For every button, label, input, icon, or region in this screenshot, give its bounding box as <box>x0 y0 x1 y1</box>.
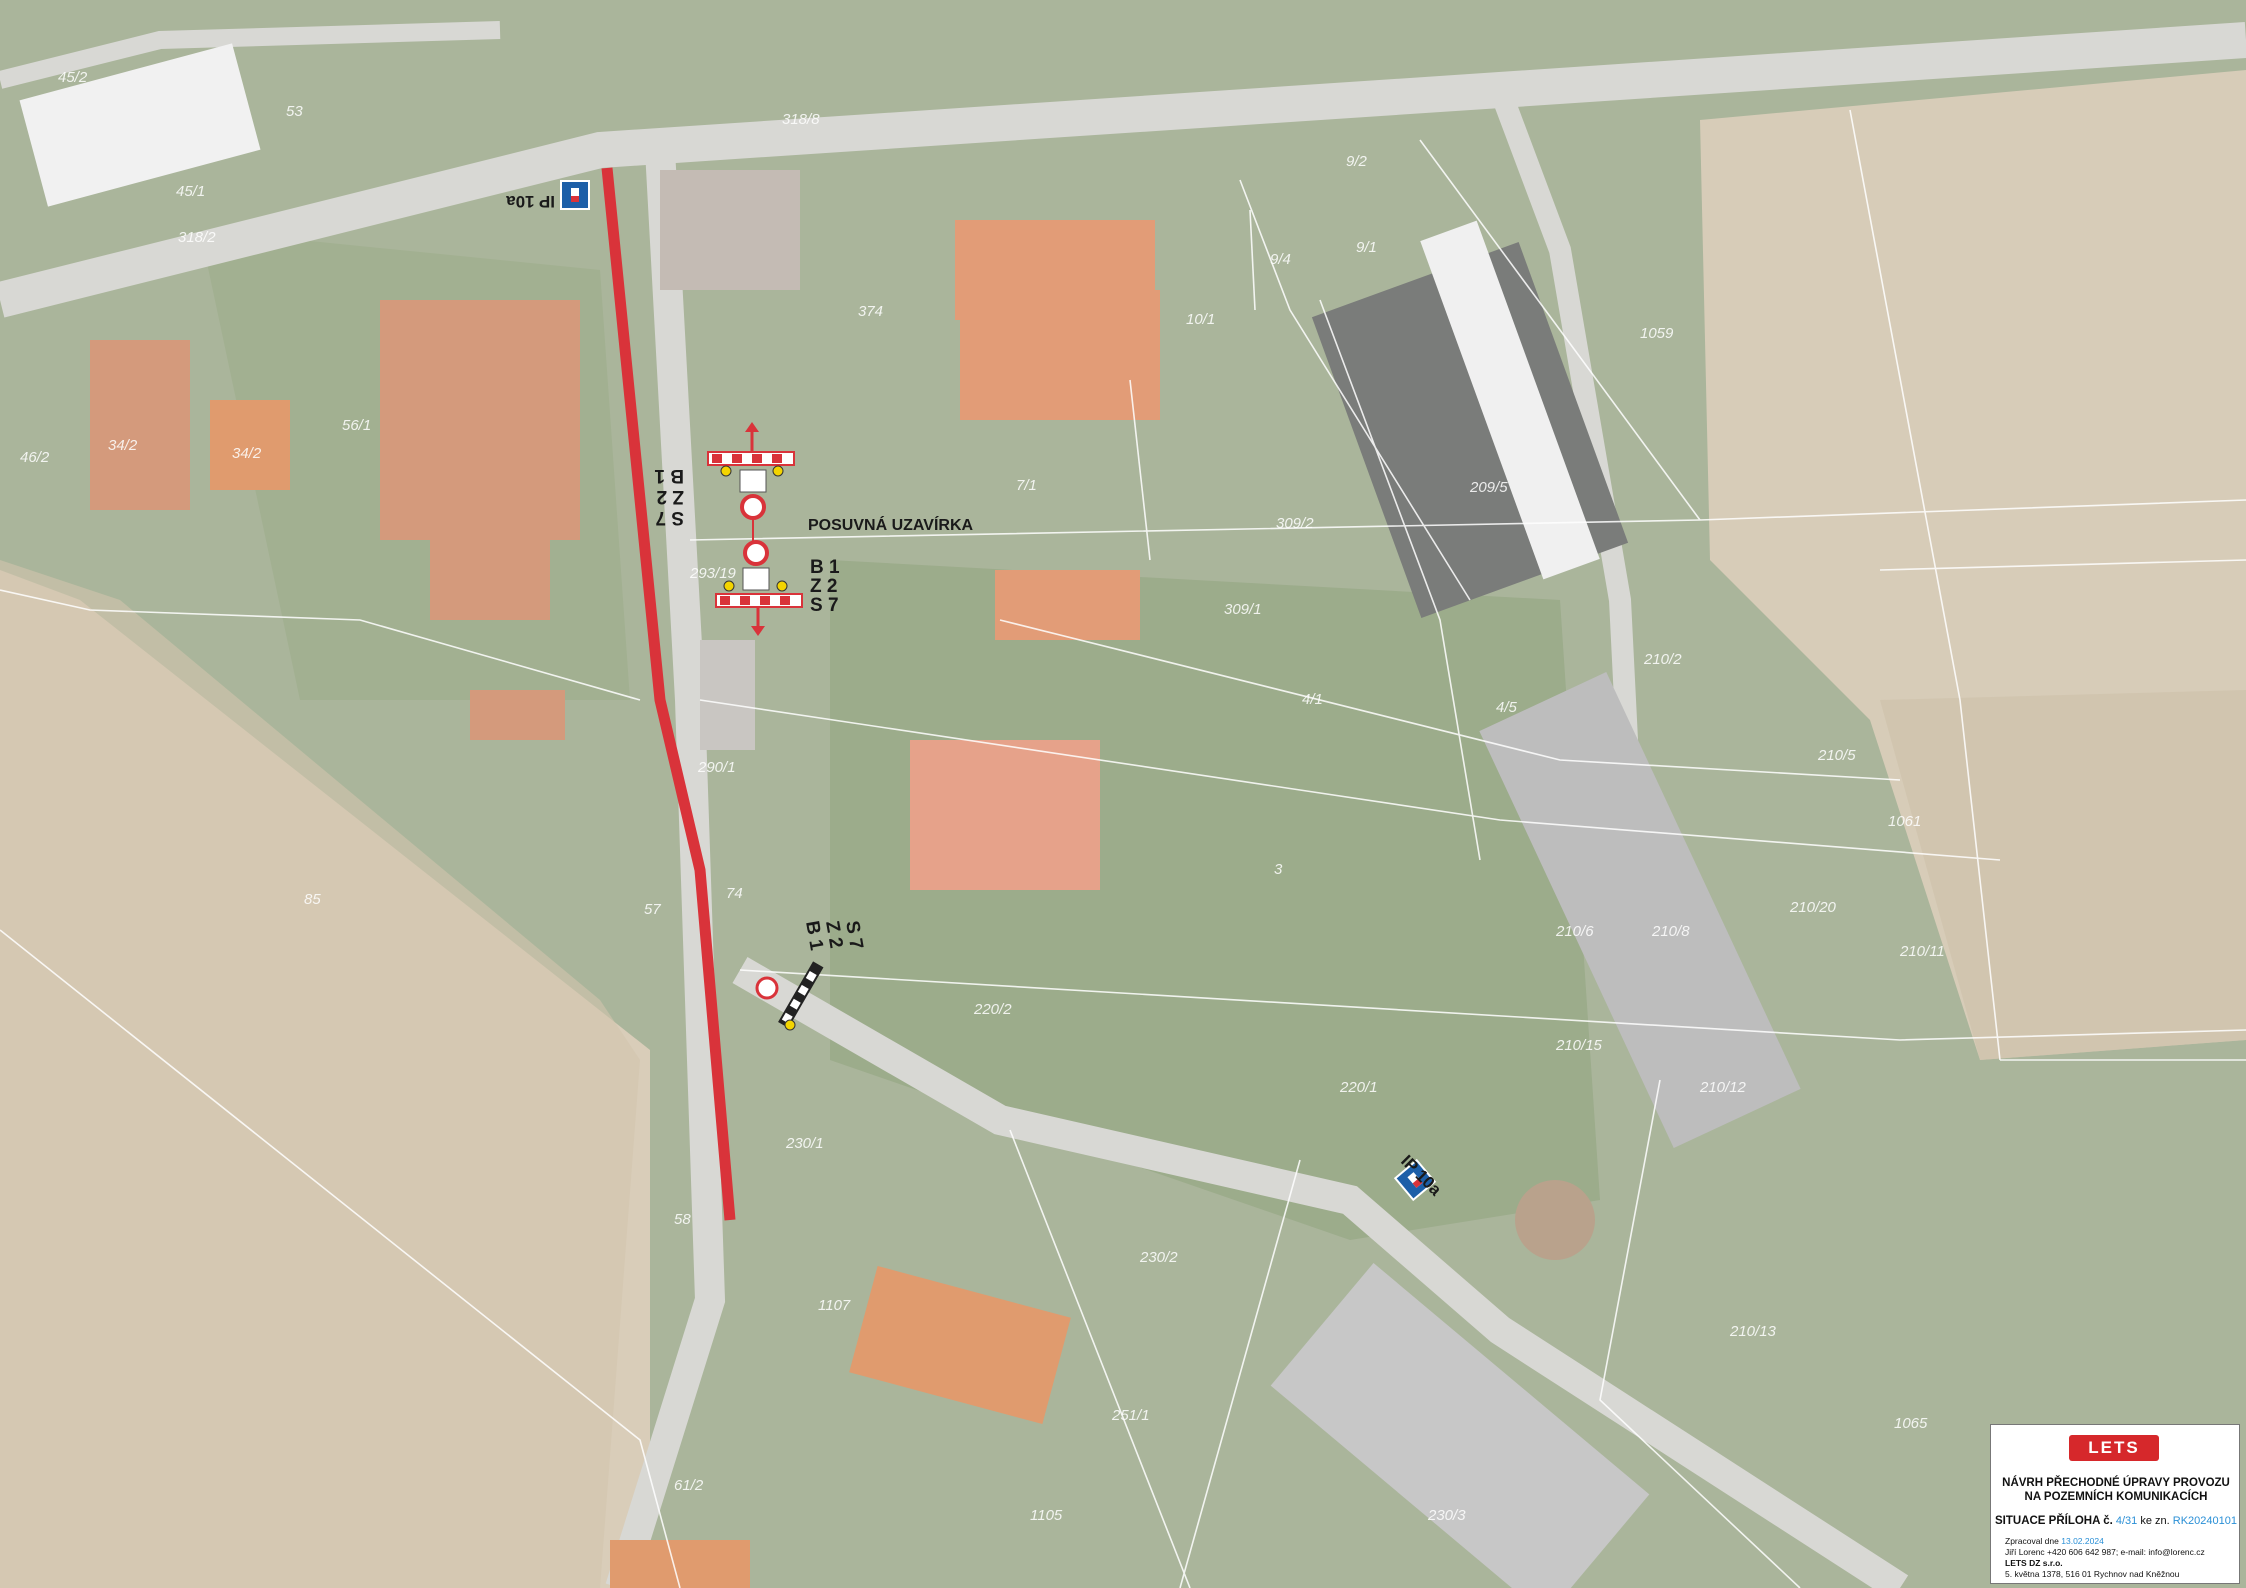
parcel-label: 318/2 <box>178 229 216 246</box>
parcel-label: 309/2 <box>1276 515 1314 532</box>
parcel-label: 210/6 <box>1555 923 1594 940</box>
lower-road <box>732 957 1909 1588</box>
parcel-label: 210/15 <box>1555 1037 1603 1054</box>
parcel-label: 1105 <box>1030 1507 1063 1524</box>
info-plate-bottom <box>742 567 770 591</box>
parcel-label: 251/1 <box>1111 1407 1150 1424</box>
sign-code-z2: Z 2 <box>657 486 684 507</box>
posuvna-uzavirka-group: POSUVNÁ UZAVÍRKA B 1 Z 2 S 7 <box>707 422 973 636</box>
parcel-label: 74 <box>726 885 743 902</box>
reference-number: RK20240101 <box>2172 1515 2237 1527</box>
parcel-label: 1107 <box>818 1297 851 1314</box>
sign-cluster-top: B 1 Z 2 S 7 <box>654 465 684 528</box>
sign-cluster-bottom: B 1 Z 2 S 7 <box>755 919 867 1031</box>
parcel-label: 220/2 <box>973 1001 1012 1018</box>
company-address: 5. května 1378, 516 01 Rychnov nad Kněžn… <box>2005 1569 2180 1579</box>
no-entry-sign-bottom <box>743 540 769 566</box>
priloha-number: 4/31 <box>2115 1515 2138 1527</box>
no-entry-sign-top <box>740 494 766 520</box>
parcel-label: 210/2 <box>1643 651 1682 668</box>
parcel-label: 9/4 <box>1270 251 1291 268</box>
parcel-label: 230/2 <box>1139 1249 1178 1266</box>
field-east-shade <box>1880 690 2246 1060</box>
parcel-label: 56/1 <box>342 417 371 434</box>
parcel-label: 209/5 <box>1469 479 1508 496</box>
parcel-label: 293/19 <box>689 565 737 582</box>
side-road <box>605 149 726 1588</box>
closure-line <box>601 167 736 1221</box>
parcel-label: 1065 <box>1894 1415 1928 1432</box>
parcel-lines <box>0 109 2246 1588</box>
north-road <box>0 21 501 89</box>
parcel-label: 9/2 <box>1346 153 1368 170</box>
parcel-label: 4/1 <box>1302 691 1323 708</box>
parcel-number-labels: 45/2 53 45/1 46/2 318/8 318/2 56/1 34/2 … <box>20 69 1945 1524</box>
ip10a-label-top: IP 10a <box>506 192 555 211</box>
sign-code-s7: S 7 <box>655 507 684 528</box>
parcel-label: 61/2 <box>674 1477 704 1494</box>
parcel-label: 9/1 <box>1356 239 1377 256</box>
parcel-label: 318/8 <box>782 111 820 128</box>
parcel-label: 3 <box>1274 861 1283 878</box>
mid-sign-b1: B 1 <box>810 557 840 578</box>
ke-zn-label: ke zn. <box>2140 1515 2170 1527</box>
parcel-label: 210/8 <box>1651 923 1690 940</box>
parcel-label: 290/1 <box>697 759 736 776</box>
parcel-label: 210/11 <box>1899 943 1945 960</box>
parcel-label: 374 <box>858 303 883 320</box>
parcel-label: 7/1 <box>1016 477 1037 494</box>
parcel-label: 34/2 <box>232 445 262 462</box>
mid-sign-z2: Z 2 <box>810 576 837 597</box>
ip10a-sign-top: IP 10a <box>506 180 590 211</box>
parcel-label: 230/3 <box>1427 1507 1466 1524</box>
parcel-label: 53 <box>286 103 303 120</box>
parcel-label: 220/1 <box>1339 1079 1378 1096</box>
parcel-label: 210/5 <box>1817 747 1856 764</box>
parcel-label: 309/1 <box>1224 601 1262 618</box>
main-road <box>0 22 2246 318</box>
buildings <box>19 43 1801 1588</box>
zpracoval-label: Zpracoval dne <box>2005 1536 2059 1546</box>
parcel-label: 34/2 <box>108 437 138 454</box>
parcel-label: 230/1 <box>785 1135 824 1152</box>
sign-code-b1: B 1 <box>654 465 684 486</box>
parcel-label: 4/5 <box>1496 699 1518 716</box>
zpracoval-row: Zpracoval dne 13.02.2024 <box>2005 1536 2104 1546</box>
posuvna-uzavirka-label: POSUVNÁ UZAVÍRKA <box>808 515 973 534</box>
situace-label: SITUACE PŘÍLOHA č. <box>1995 1515 2113 1527</box>
parcel-label: 58 <box>674 1211 691 1228</box>
parcel-label: 45/2 <box>58 69 88 86</box>
date-value: 13.02.2024 <box>2061 1536 2104 1546</box>
bottom-sign-s7: S 7 <box>841 919 867 951</box>
bottom-sign-b1: B 1 <box>801 919 827 952</box>
green-center <box>830 560 1600 1240</box>
parcel-label: 210/12 <box>1699 1079 1747 1096</box>
company-name: LETS DZ s.r.o. <box>2005 1558 2063 1568</box>
bottom-sign-z2: Z 2 <box>821 919 846 950</box>
contact-line: Jiří Lorenc +420 606 642 987; e-mail: in… <box>2005 1547 2205 1557</box>
info-plate-top <box>739 469 767 493</box>
title-line-1: NÁVRH PŘECHODNÉ ÚPRAVY PROVOZU <box>2002 1477 2230 1489</box>
parcel-label: 85 <box>304 891 321 908</box>
situace-row: SITUACE PŘÍLOHA č. 4/31 ke zn. RK2024010… <box>1995 1515 2239 1527</box>
parcel-label: 10/1 <box>1186 311 1215 328</box>
parcel-label: 57 <box>644 901 661 918</box>
parcel-label: 1061 <box>1888 813 1921 830</box>
parcel-label: 210/20 <box>1789 899 1837 916</box>
field-west-shade <box>0 560 640 1588</box>
title-line-2: NA POZEMNÍCH KOMUNIKACÍCH <box>2024 1491 2208 1503</box>
parcel-label: 210/13 <box>1729 1323 1777 1340</box>
parcel-label: 1059 <box>1640 325 1674 342</box>
parcel-label: 45/1 <box>176 183 205 200</box>
title-block: LETS NÁVRH PŘECHODNÉ ÚPRAVY PROVOZU NA P… <box>1990 1424 2240 1584</box>
mid-sign-s7: S 7 <box>810 595 839 616</box>
lets-logo: LETS <box>2069 1435 2159 1461</box>
parcel-label: 46/2 <box>20 449 50 466</box>
